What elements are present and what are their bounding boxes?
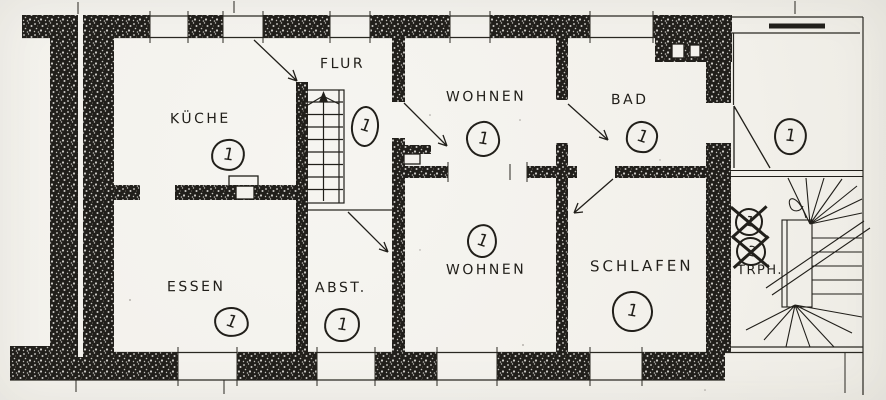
room-label-bad: BAD [610, 91, 649, 109]
kitchen-sink-icon [235, 185, 255, 200]
stair-direction-arrow-icon [319, 91, 328, 102]
fixtures [228, 43, 701, 200]
room-label-kueche: KÜCHE [169, 110, 231, 128]
handrail-curl-icon [788, 198, 807, 219]
room-label-wohnen-top: WOHNEN [445, 88, 527, 106]
room-label-flur: FLUR [319, 55, 366, 73]
chimney-icon [403, 153, 421, 165]
room-label-trph: TRPH. [736, 262, 784, 279]
room-label-essen: ESSEN [166, 278, 226, 296]
bath-basin-icon [671, 43, 685, 59]
staircase-straight [303, 89, 345, 204]
door-swing [253, 39, 298, 82]
door-swing [573, 178, 614, 214]
stair-cut-line [765, 220, 871, 296]
wall-seam [78, 15, 83, 357]
paper-specks [89, 114, 706, 391]
door-swing [567, 103, 609, 141]
tick-marks [75, 1, 846, 394]
room-label-wohnen-bottom: WOHNEN [445, 261, 527, 279]
room-label-schlafen: SCHLAFEN [589, 256, 694, 276]
kitchen-counter-icon [228, 175, 259, 187]
door-swings [253, 39, 771, 253]
room-label-abst: ABST. [314, 279, 367, 297]
masonry-walls [10, 15, 825, 380]
bath-basin-icon [689, 44, 701, 58]
crossed-unit-badge-2: 2 [736, 237, 766, 266]
door-swing [347, 211, 389, 253]
door-swing [403, 102, 448, 147]
wall-face-lines [10, 15, 864, 395]
crossed-unit-badge-1: 1 [735, 208, 763, 236]
staircase-winder [731, 169, 871, 348]
door-swing [733, 105, 771, 169]
